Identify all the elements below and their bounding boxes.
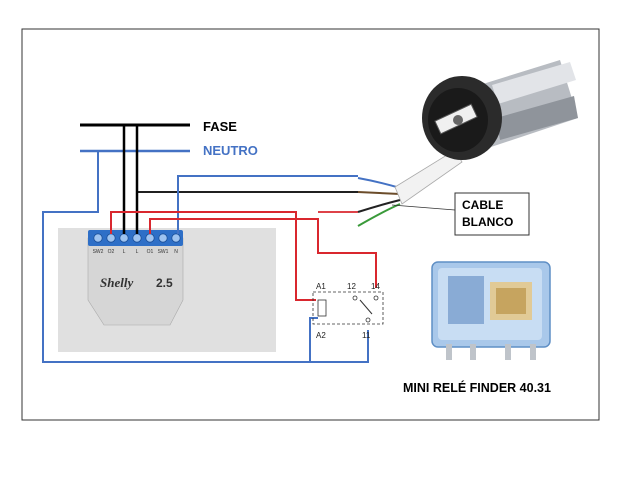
o1-to-contact-14	[149, 218, 377, 288]
neutro-label: NEUTRO	[203, 143, 258, 158]
terminal-label: L	[136, 249, 139, 255]
shelly-terminal-labels: SW2 O2 L L O1 SW1 N	[93, 249, 179, 255]
terminal-n	[171, 233, 181, 243]
o2-to-a1	[110, 211, 316, 301]
shelly-logo: Shelly 2.5	[100, 275, 173, 290]
terminal-label: O2	[108, 249, 115, 255]
terminal-label: O1	[147, 249, 154, 255]
shelly-model: 2.5	[156, 276, 173, 290]
terminal-label: L	[123, 249, 126, 255]
terminal-label: SW2	[93, 249, 104, 255]
relay-a2-label: A2	[316, 331, 326, 340]
relay-caption: MINI RELÉ FINDER 40.31	[403, 380, 551, 395]
terminal-sw1	[158, 233, 168, 243]
tubular-motor-image	[422, 60, 578, 160]
terminal-label: SW1	[158, 249, 169, 255]
cable-label-line1: CABLE	[462, 198, 503, 212]
terminal-l1	[119, 233, 129, 243]
neutro-to-motor	[177, 175, 358, 234]
terminal-sw2	[93, 233, 103, 243]
relay-11-label: 11	[362, 331, 371, 340]
shelly-brand: Shelly	[100, 275, 133, 290]
terminal-l2	[132, 233, 142, 243]
diagram-frame	[21, 28, 600, 421]
relay-coil	[317, 299, 327, 317]
neutro-loop-a2	[42, 151, 318, 363]
fase-label: FASE	[203, 119, 237, 134]
terminal-o1	[145, 233, 155, 243]
relay-12-label: 12	[347, 282, 356, 291]
contact-11-wire	[310, 330, 369, 363]
motor-cable	[357, 149, 463, 227]
relay-schematic	[312, 291, 384, 325]
white-cable-sheath	[394, 149, 463, 205]
cable-callout-box	[454, 192, 530, 236]
terminal-o2	[106, 233, 116, 243]
relay-a1-label: A1	[316, 282, 326, 291]
relay-14-label: 14	[371, 282, 380, 291]
shelly-terminal-strip	[88, 230, 183, 246]
relay-terminal-labels: A1 A2 12 14 11	[316, 282, 380, 340]
cable-label-line2: BLANCO	[462, 215, 513, 229]
terminal-label: N	[174, 249, 178, 255]
finder-relay-image	[431, 261, 551, 360]
cable-callout-pointer	[391, 204, 456, 211]
relay-contact-blade	[359, 299, 373, 315]
